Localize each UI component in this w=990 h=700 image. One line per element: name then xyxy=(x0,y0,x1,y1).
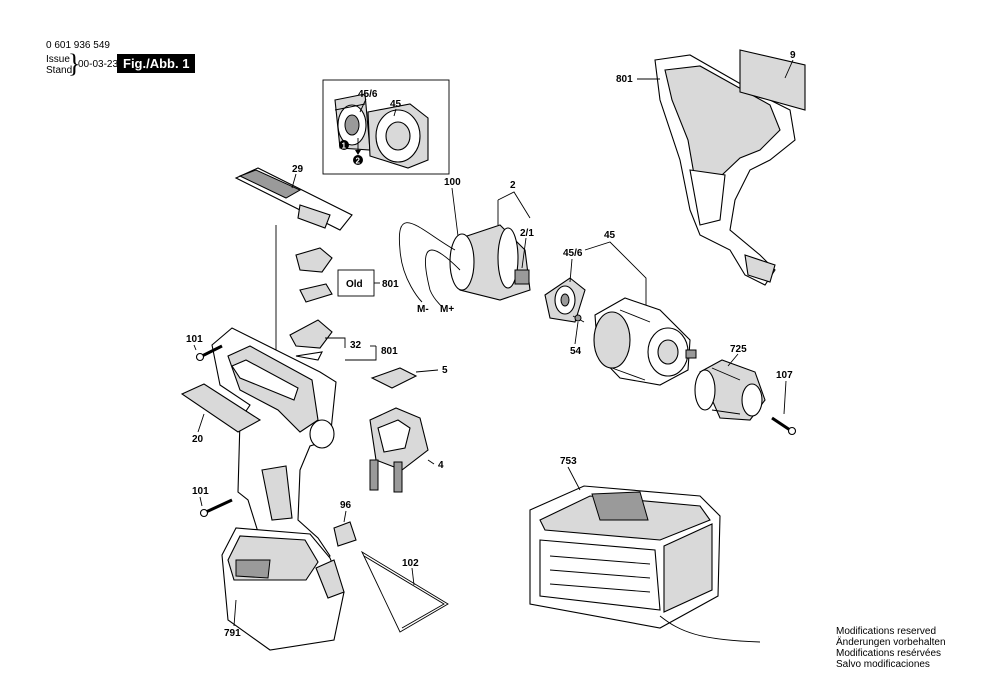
inset-detail: 1 2 xyxy=(322,79,450,175)
gearbox-45 xyxy=(593,297,697,386)
note-de: Änderungen vorbehalten xyxy=(836,637,946,648)
label-m-plus: M+ xyxy=(440,304,454,315)
chuck-725 xyxy=(694,359,766,421)
label-plate-20 xyxy=(180,383,262,433)
label-45: 45 xyxy=(604,230,616,241)
screw-54 xyxy=(574,314,582,322)
issue-label: Issue xyxy=(46,54,70,65)
brace-icon: } xyxy=(68,49,81,78)
switch-4 xyxy=(369,407,429,493)
label-100: 100 xyxy=(444,177,461,188)
step-1-text: 1 xyxy=(342,142,347,151)
label-801-mid: 801 xyxy=(382,279,399,290)
label-32: 32 xyxy=(350,340,362,351)
label-725: 725 xyxy=(730,344,747,355)
step-2-text: 2 xyxy=(356,157,361,166)
spring-96 xyxy=(333,521,357,547)
stand-label: Stand xyxy=(46,65,73,76)
label-old: Old xyxy=(346,279,363,290)
cover-part-29 xyxy=(234,167,353,231)
battery-pack-791 xyxy=(221,527,345,651)
screw-101-top xyxy=(201,344,223,358)
note-en: Modifications reserved xyxy=(836,626,937,637)
label-29: 29 xyxy=(292,164,304,175)
gear-plate xyxy=(544,277,586,323)
switch-cover-old-a xyxy=(295,247,333,273)
label-801-low: 801 xyxy=(381,346,398,357)
label-101-top: 101 xyxy=(186,334,203,345)
issue-date: 00-03-23 xyxy=(78,59,119,70)
label-45-inset: 45 xyxy=(390,99,402,110)
label-102: 102 xyxy=(402,558,419,569)
label-45-6-inset: 45/6 xyxy=(358,89,378,100)
label-9: 9 xyxy=(790,50,796,61)
label-45-6: 45/6 xyxy=(563,248,583,259)
modifications-notes: Modifications reserved Änderungen vorbeh… xyxy=(836,626,946,670)
label-801-top: 801 xyxy=(616,74,633,85)
label-753: 753 xyxy=(560,456,577,467)
label-2: 2 xyxy=(510,180,516,191)
label-54: 54 xyxy=(570,346,582,357)
manual-102 xyxy=(360,550,449,633)
screw-101-low xyxy=(205,498,233,514)
label-5: 5 xyxy=(442,365,448,376)
housing-shell-left xyxy=(211,327,337,571)
housing-shell-right xyxy=(654,54,796,286)
label-791: 791 xyxy=(224,628,241,639)
label-plate xyxy=(739,49,806,111)
step-1-marker xyxy=(339,140,349,150)
step-2-marker xyxy=(353,155,363,165)
figure-label: Fig./Abb. 1 xyxy=(117,54,196,73)
label-m-minus: M- xyxy=(417,304,429,315)
label-96: 96 xyxy=(340,500,352,511)
switch-slider-5 xyxy=(370,367,418,389)
screw-107 xyxy=(771,416,791,432)
label-20: 20 xyxy=(192,434,204,445)
charger-753 xyxy=(529,485,761,643)
switch-cover-32 xyxy=(289,319,333,349)
label-4: 4 xyxy=(438,460,444,471)
label-2-1: 2/1 xyxy=(520,228,534,239)
motor-assembly xyxy=(398,222,531,307)
label-101-low: 101 xyxy=(192,486,209,497)
note-es: Salvo modificaciones xyxy=(836,659,930,670)
label-107: 107 xyxy=(776,370,793,381)
part-number: 0 601 936 549 xyxy=(46,40,110,51)
switch-cover-old-b xyxy=(299,283,333,303)
note-fr: Modifications resérvées xyxy=(836,648,942,659)
